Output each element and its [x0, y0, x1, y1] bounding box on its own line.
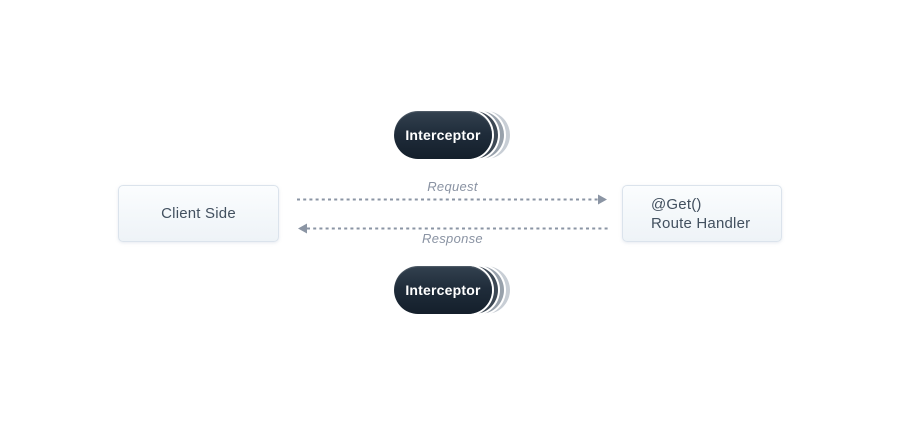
route-handler-node: @Get() Route Handler [622, 185, 782, 242]
arrowhead-right-icon [598, 194, 607, 205]
interceptor-bottom-node: Interceptor [394, 266, 510, 314]
response-arrow [298, 223, 608, 234]
client-side-node: Client Side [118, 185, 279, 242]
interceptor-bottom-label: Interceptor [394, 266, 492, 314]
response-label: Response [422, 231, 483, 246]
client-side-label: Client Side [161, 205, 236, 222]
interceptor-top-node: Interceptor [394, 111, 510, 159]
route-handler-decorator-label: @Get() [651, 195, 702, 213]
request-label: Request [427, 179, 478, 194]
arrowhead-left-icon [298, 223, 307, 234]
request-arrow [297, 194, 607, 205]
interceptor-top-label: Interceptor [394, 111, 492, 159]
route-handler-label: Route Handler [651, 214, 751, 232]
